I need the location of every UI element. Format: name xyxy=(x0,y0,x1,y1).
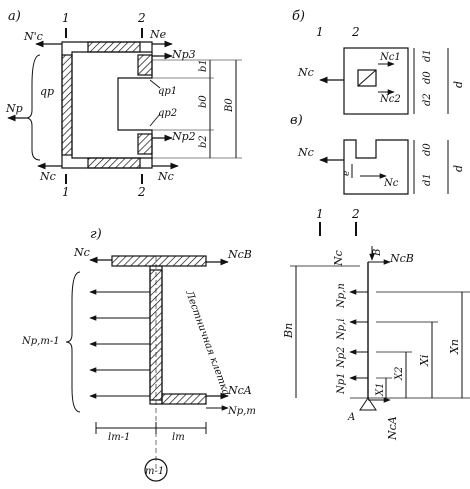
window-diag-b xyxy=(357,69,377,87)
panel-a-label: а) xyxy=(8,9,21,24)
top-flange-hatch xyxy=(87,41,141,53)
label-nc-a-g: NcA xyxy=(227,384,252,397)
dim-label-e-v: e xyxy=(342,171,352,176)
dim-label-lm1: lm-1 xyxy=(108,432,130,443)
section-1-mark-b: 1 xyxy=(316,25,324,39)
section-2-mark-top: 2 xyxy=(137,11,146,25)
upper-pier-hatch xyxy=(137,54,153,76)
label-nc-right-v: Nc xyxy=(383,178,399,189)
leader-qp1 xyxy=(149,79,161,89)
label-nc-top-g: Nc xyxy=(73,246,90,259)
label-nc-bottom-right: Nc xyxy=(157,170,174,183)
label-np2-fb: Np2 xyxy=(336,346,347,369)
label-nc-bottom-left: Nc xyxy=(39,170,56,183)
label-nc-b-g: NcB xyxy=(227,248,252,261)
dim-label-b2: b2 xyxy=(198,135,209,148)
label-np3: Np3 xyxy=(171,48,196,61)
panel-a: а) 1 2 1 2 N'c Ne Np3 Np qp qp1 qp2 xyxy=(5,9,242,199)
top-slab-hatch xyxy=(111,255,207,267)
dim-label-xn: Xn xyxy=(448,339,461,355)
section-2-mark-bottom: 2 xyxy=(137,185,146,199)
label-nc-b: Nc xyxy=(297,66,314,79)
dim-label-x2: X2 xyxy=(394,367,405,381)
wall-section-v xyxy=(343,139,409,195)
label-nc-top-fb: Nc xyxy=(332,250,345,267)
dim-label-b1: b1 xyxy=(198,59,209,72)
label-qp1: qp1 xyxy=(158,86,177,97)
dim-label-d-b: d xyxy=(452,81,465,88)
wall-section-b xyxy=(343,47,409,115)
panel-free-body: NcB Nc B Bn Np,n Np,i Np2 Np1 Xn Xi X2 X… xyxy=(282,246,470,441)
section-1-mark-top: 1 xyxy=(62,11,70,25)
dim-label-d-v: d xyxy=(452,165,465,172)
web-hatch xyxy=(61,54,73,156)
dim-label-d1-v: d1 xyxy=(422,173,433,186)
dim-label-bn: Bn xyxy=(282,323,295,339)
label-a-point: A xyxy=(347,412,355,423)
axis-label: m-1 xyxy=(145,466,164,477)
panel-b: б) 1 2 Nc Nc1 Nc2 d1 d0 d2 d xyxy=(292,9,465,115)
label-nc-left-v: Nc xyxy=(297,146,314,159)
panel-v-label: в) xyxy=(290,113,303,128)
panel-g: г) Nc NcB Np,m-1 Лестничная клетка NcA N… xyxy=(21,227,256,482)
section-1-mark-v: 1 xyxy=(316,207,324,221)
brace-qp xyxy=(25,54,41,161)
label-np-n-fb: Np,n xyxy=(336,283,347,309)
panel-b-label: б) xyxy=(292,9,305,24)
dim-label-b0: b0 xyxy=(198,95,209,108)
cage-label: Лестничная клетка xyxy=(183,288,232,397)
bottom-slab-hatch xyxy=(161,393,207,405)
bottom-flange-hatch xyxy=(87,157,141,169)
window-opening-b xyxy=(357,69,377,87)
brace-np-m1 xyxy=(65,271,81,413)
label-np-m-g: Np,m xyxy=(227,406,256,417)
label-nc2: Nc2 xyxy=(379,94,401,105)
label-nc1: Nc1 xyxy=(379,52,401,63)
leader-qp2 xyxy=(149,113,161,127)
panel-g-label: г) xyxy=(90,227,102,242)
dim-label-xi: Xi xyxy=(418,355,431,367)
label-b-point: B xyxy=(372,249,383,257)
label-np-m1: Np,m-1 xyxy=(21,336,60,347)
label-np: Np xyxy=(5,102,23,115)
label-qp: qp xyxy=(40,85,54,98)
label-ne-top: Ne xyxy=(149,28,167,41)
label-np1-fb: Np1 xyxy=(336,372,347,395)
panel-v: в) Nc Nc e d0 d1 d 1 2 xyxy=(290,113,465,236)
section-2-mark-b: 2 xyxy=(351,25,360,39)
axis-bubble xyxy=(144,458,168,482)
dim-label-B0: B0 xyxy=(224,98,235,113)
label-nc-top-left: N'c xyxy=(23,30,43,43)
label-nc-b-fb: NcB xyxy=(389,252,414,265)
dim-label-x1: X1 xyxy=(375,383,386,397)
dim-label-d0-v: d0 xyxy=(422,143,433,156)
section-2-mark-v: 2 xyxy=(351,207,360,221)
label-np-i-fb: Np,i xyxy=(336,318,347,341)
dim-label-d1-b: d1 xyxy=(422,49,433,62)
label-qp2: qp2 xyxy=(158,108,177,119)
section-1-mark-bottom: 1 xyxy=(62,185,70,199)
point-a-support xyxy=(359,397,377,411)
dim-label-d2-b: d2 xyxy=(422,93,433,106)
distributed-load-arrows xyxy=(89,289,150,399)
dim-label-d0-b: d0 xyxy=(422,71,433,84)
label-np2: Np2 xyxy=(171,130,196,143)
lower-pier-hatch xyxy=(137,133,153,155)
label-nc-a-fb: NcA xyxy=(386,416,399,441)
dim-label-lm: lm xyxy=(172,432,185,443)
